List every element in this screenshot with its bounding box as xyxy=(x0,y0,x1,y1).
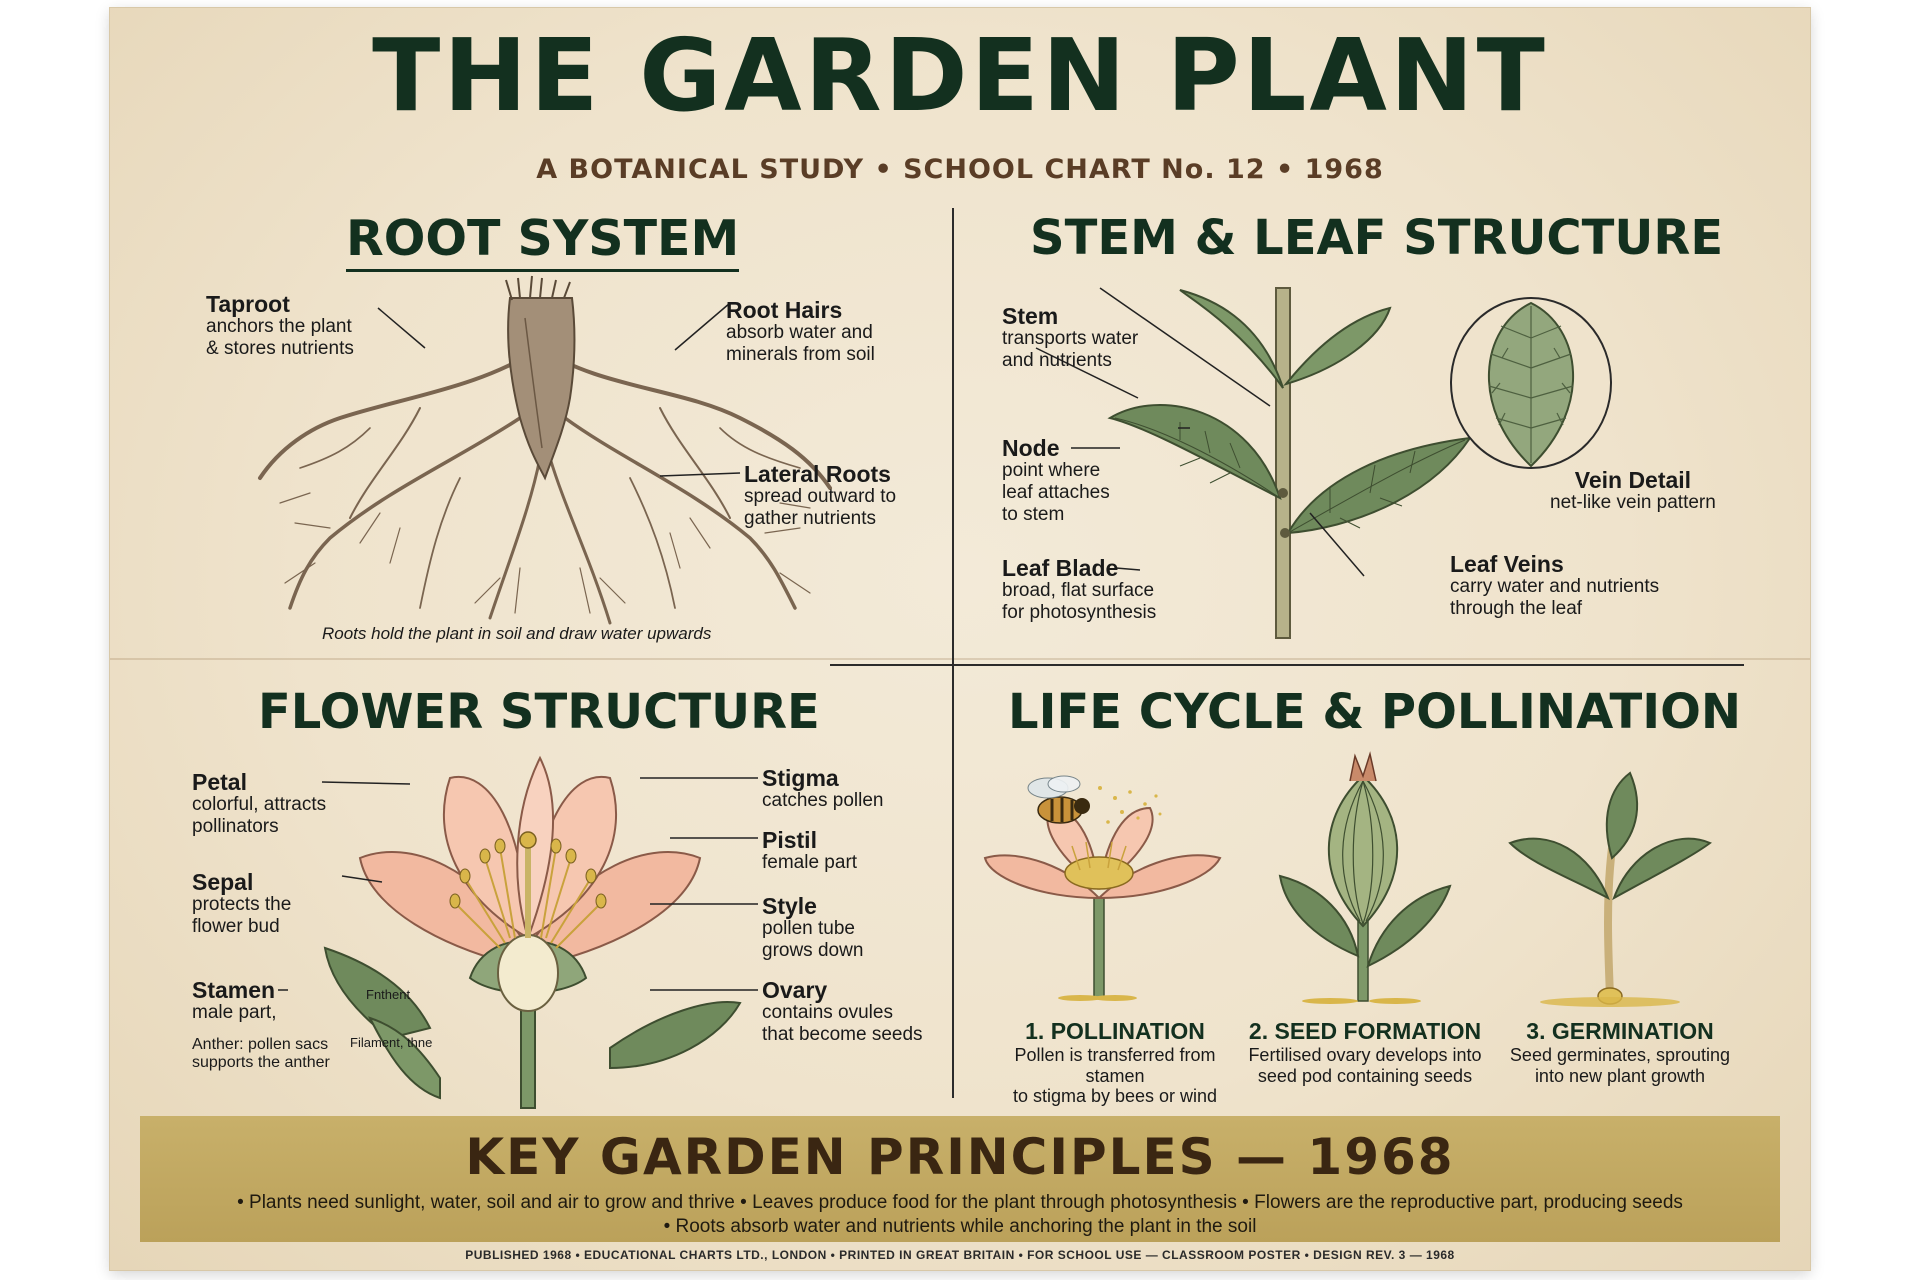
footer-credits: PUBLISHED 1968 • EDUCATIONAL CHARTS LTD.… xyxy=(465,1248,1455,1262)
stage-seed-formation: 2. SEED FORMATION Fertilised ovary devel… xyxy=(1240,1018,1490,1086)
stem-desc: transports water and nutrients xyxy=(1002,328,1139,371)
vein-detail-head: Vein Detail xyxy=(1574,467,1692,493)
ovary-desc: contains ovules that become seeds xyxy=(762,1002,923,1045)
sepal-desc: protects the flower bud xyxy=(192,894,292,937)
stamen-desc: male part, xyxy=(192,1002,277,1024)
flower-illustration xyxy=(323,755,742,1109)
vein-detail-desc: net-like vein pattern xyxy=(1550,492,1716,514)
anther-small-label: Fnthent xyxy=(366,987,411,1002)
stage-pollination-desc: Pollen is transferred from stamen to sti… xyxy=(1012,1045,1218,1107)
label-stamen: Stamen male part, xyxy=(192,978,276,1024)
stamen-head: Stamen xyxy=(192,977,276,1003)
poster: THE GARDEN PLANT A BOTANICAL STUDY • SCH… xyxy=(110,8,1810,1270)
style-desc: pollen tube grows down xyxy=(762,918,864,961)
horizontal-divider-right xyxy=(954,664,1744,666)
label-sepal: Sepal protects the flower bud xyxy=(192,870,291,938)
root-system-title: ROOT SYSTEM xyxy=(346,214,740,272)
leaf-veins-head: Leaf Veins xyxy=(1450,551,1564,577)
stage-germination: 3. GERMINATION Seed germinates, sproutin… xyxy=(1495,1018,1745,1086)
lateral-roots-desc: spread outward to gather nutrients xyxy=(744,486,897,529)
label-taproot: Taproot anchors the plant & stores nutri… xyxy=(206,292,354,360)
vertical-divider xyxy=(952,208,954,1098)
life-cycle-title: LIFE CYCLE & POLLINATION xyxy=(1008,684,1742,740)
label-lateral-roots: Lateral Roots spread outward to gather n… xyxy=(744,462,896,530)
pistil-desc: female part xyxy=(762,852,858,874)
leaf-veins-desc: carry water and nutrients through the le… xyxy=(1450,576,1660,619)
taproot-desc: anchors the plant & stores nutrients xyxy=(206,316,354,359)
label-node: Node point where leaf attaches to stem xyxy=(1002,436,1110,526)
poster-subtitle: A BOTANICAL STUDY • SCHOOL CHART No. 12 … xyxy=(536,154,1384,185)
taproot-head: Taproot xyxy=(206,291,290,317)
node-head: Node xyxy=(1002,435,1060,461)
stigma-head: Stigma xyxy=(762,765,839,791)
label-leaf-veins: Leaf Veins carry water and nutrients thr… xyxy=(1450,552,1659,620)
root-illustration xyxy=(258,275,832,625)
style-head: Style xyxy=(762,893,817,919)
label-root-hairs: Root Hairs absorb water and minerals fro… xyxy=(726,298,875,366)
label-vein-detail: Vein Detail net-like vein pattern xyxy=(1550,468,1716,514)
principles-banner: KEY GARDEN PRINCIPLES — 1968 • Plants ne… xyxy=(140,1116,1780,1242)
root-hairs-desc: absorb water and minerals from soil xyxy=(726,322,875,365)
principles-line-2: • Roots absorb water and nutrients while… xyxy=(663,1216,1257,1237)
principles-line-1: • Plants need sunlight, water, soil and … xyxy=(237,1192,1683,1213)
label-ovary: Ovary contains ovules that become seeds xyxy=(762,978,923,1046)
petal-desc: colorful, attracts pollinators xyxy=(192,794,327,837)
stage-pollination-title: 1. POLLINATION xyxy=(1025,1018,1205,1044)
petal-head: Petal xyxy=(192,769,247,795)
label-petal: Petal colorful, attracts pollinators xyxy=(192,770,326,838)
seed-pod-illustration xyxy=(1278,751,1452,1004)
stage-seed-formation-desc: Fertilised ovary develops into seed pod … xyxy=(1248,1045,1482,1086)
seedling-illustration xyxy=(1508,771,1712,1007)
root-caption: Roots hold the plant in soil and draw wa… xyxy=(322,624,712,643)
stage-germination-desc: Seed germinates, sprouting into new plan… xyxy=(1509,1045,1731,1086)
leaf-blade-head: Leaf Blade xyxy=(1002,555,1119,581)
ovary-head: Ovary xyxy=(762,977,828,1003)
stage-germination-title: 3. GERMINATION xyxy=(1526,1018,1714,1044)
pistil-head: Pistil xyxy=(762,827,817,853)
poster-title: THE GARDEN PLANT xyxy=(372,17,1548,134)
label-stem: Stem transports water and nutrients xyxy=(1002,304,1138,372)
pollination-illustration xyxy=(983,775,1222,1001)
fold-crease xyxy=(110,658,1810,660)
lateral-roots-head: Lateral Roots xyxy=(744,461,891,487)
stem-leaf-pointers xyxy=(1035,347,1365,577)
label-leaf-blade: Leaf Blade broad, flat surface for photo… xyxy=(1002,556,1156,624)
principles-title: KEY GARDEN PRINCIPLES — 1968 xyxy=(465,1128,1455,1186)
stigma-desc: catches pollen xyxy=(762,790,884,812)
label-style: Style pollen tube grows down xyxy=(762,894,863,962)
sepal-head: Sepal xyxy=(192,869,254,895)
stage-seed-formation-title: 2. SEED FORMATION xyxy=(1248,1018,1482,1044)
flower-pointers xyxy=(278,777,758,991)
stage-pollination: 1. POLLINATION Pollen is transferred fro… xyxy=(990,1018,1240,1107)
leaf-blade-desc: broad, flat surface for photosynthesis xyxy=(1002,580,1157,623)
label-stigma: Stigma catches pollen xyxy=(762,766,883,812)
stem-leaf-title: STEM & LEAF STRUCTURE xyxy=(1030,210,1724,266)
stem-head: Stem xyxy=(1002,303,1059,329)
flower-title: FLOWER STRUCTURE xyxy=(258,684,820,740)
filament-small-label: Filament, thne xyxy=(350,1035,433,1050)
root-hairs-head: Root Hairs xyxy=(726,297,843,323)
node-desc: point where leaf attaches to stem xyxy=(1002,460,1110,525)
label-pistil: Pistil female part xyxy=(762,828,857,874)
stem-leaf-illustration xyxy=(1099,287,1612,639)
horizontal-divider-left xyxy=(830,664,952,666)
anther-note: Anther: pollen sacs supports the anther xyxy=(192,1036,330,1072)
